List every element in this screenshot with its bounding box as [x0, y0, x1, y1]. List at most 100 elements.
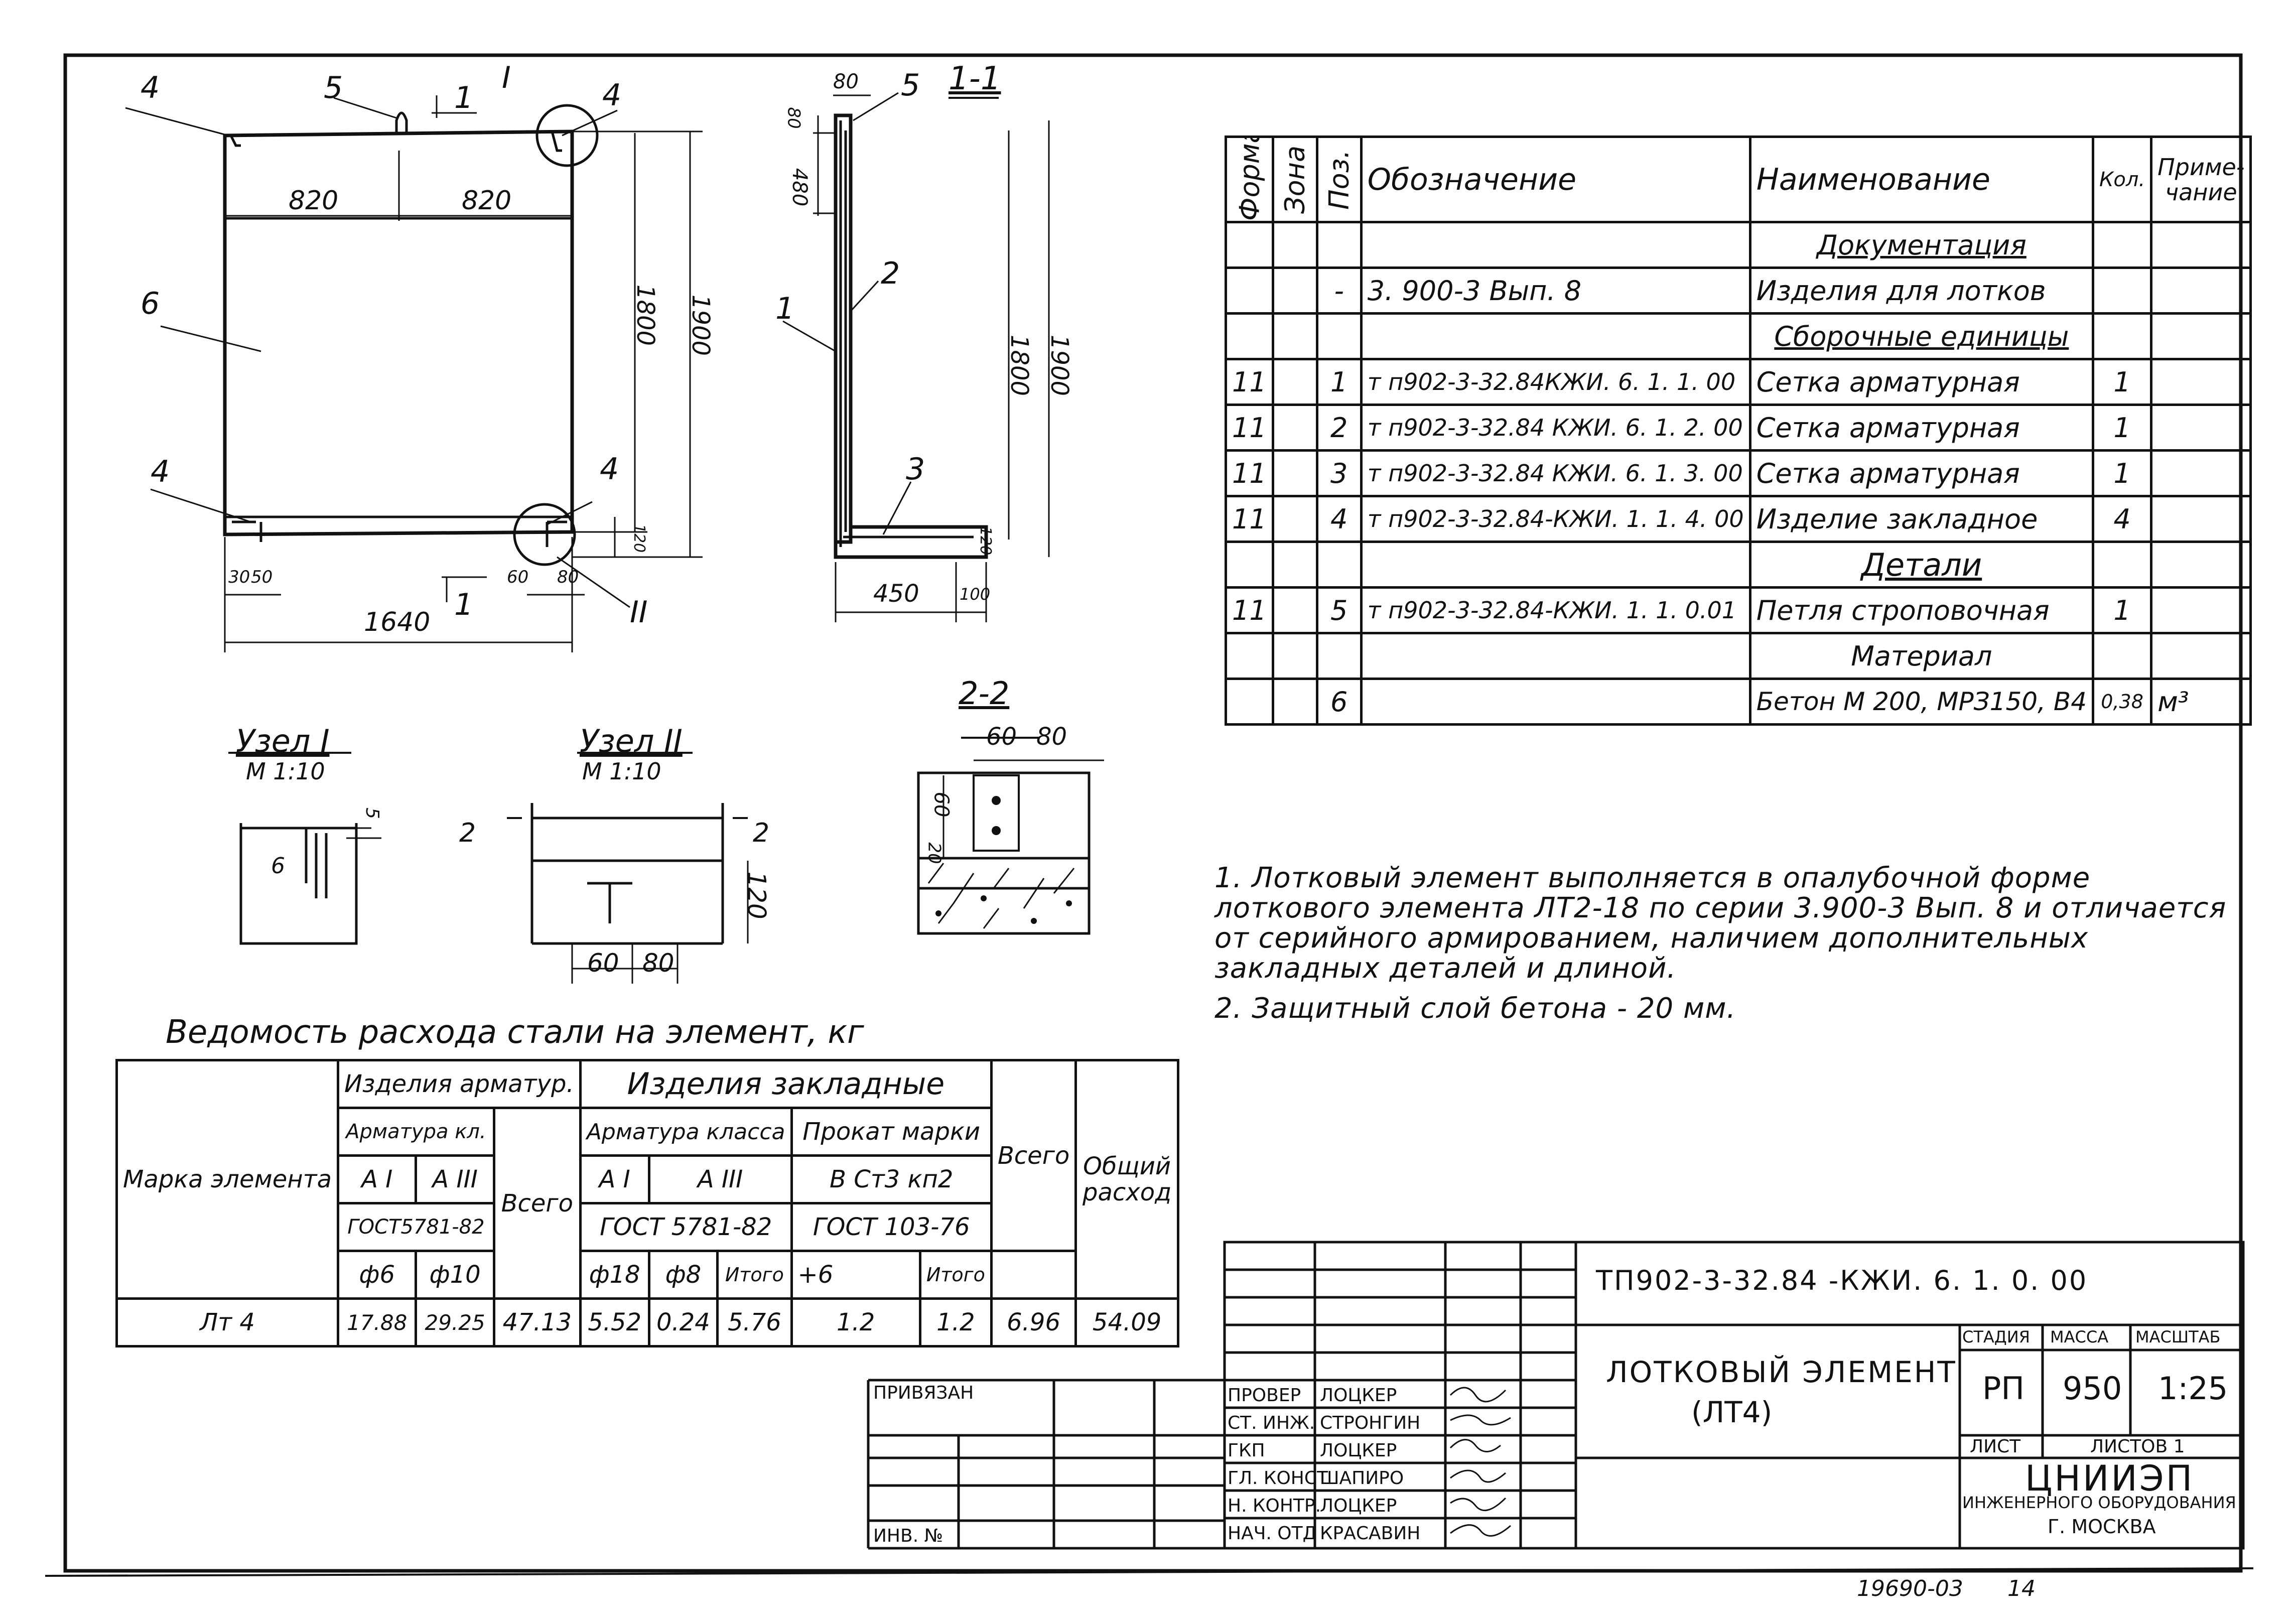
dim-label: 60	[986, 723, 1017, 751]
stage-header: Стадия	[1962, 1327, 2030, 1346]
inventory-label: Инв. №	[873, 1526, 943, 1546]
role-label: Ст. инж.	[1228, 1413, 1315, 1433]
header-plus6: +6	[790, 1250, 921, 1300]
header-d8: ф8	[647, 1250, 719, 1300]
note-2: 2. Защитный слой бетона - 20 мм.	[1214, 992, 1736, 1025]
header-empty	[990, 1250, 1077, 1300]
mass-header: Масса	[2050, 1327, 2109, 1346]
dim-label: 30	[228, 567, 250, 587]
dim-label: 80	[642, 949, 674, 978]
pos-label: 4	[602, 78, 622, 113]
header-a1: А I	[337, 1154, 418, 1204]
dim-label: 100	[960, 585, 991, 604]
spec-row: Материал	[1225, 632, 2252, 680]
note-1: 1. Лотковый элемент выполняется в опалуб…	[1214, 862, 2227, 985]
person-name: Лоцкер	[1320, 1496, 1397, 1516]
node-scale: М 1:10	[246, 758, 325, 785]
header-d6: ф6	[337, 1250, 418, 1300]
scale-header: Масштаб	[2135, 1327, 2221, 1346]
pos-label: 5	[324, 70, 343, 105]
header-overall: Общий расход	[1074, 1059, 1179, 1300]
header-a3b: А III	[647, 1154, 793, 1204]
dim-label: 60	[587, 949, 619, 978]
pos-label: 2	[881, 256, 900, 291]
pos-label: 4	[141, 70, 160, 105]
header-rebar-items: Изделия арматур.	[337, 1059, 582, 1109]
spec-row: Документация	[1225, 221, 2252, 269]
notes-block: 1. Лотковый элемент выполняется в опалуб…	[1214, 863, 2243, 1024]
dim-label: 820	[289, 186, 339, 216]
header-total2: Всего	[990, 1059, 1077, 1252]
element-mark: (ЛТ4)	[1691, 1395, 1773, 1429]
archive-number: 19690-03	[1857, 1576, 1963, 1601]
role-label: Провер	[1228, 1385, 1301, 1406]
dim-label: 60	[507, 567, 529, 587]
section-mark: 1	[454, 587, 474, 622]
header-gost3: ГОСТ 103-76	[790, 1202, 993, 1252]
node-scale: М 1:10	[582, 758, 661, 785]
pos-label: 5	[901, 68, 920, 103]
node-label: 6	[271, 853, 285, 879]
doc-code: ТП902-3-32.84 -КЖИ. 6. 1. 0. 00	[1596, 1265, 2088, 1296]
steel-table-title: Ведомость расхода стали на элемент, кг	[166, 1014, 864, 1051]
section-mark: 2	[459, 818, 476, 848]
steel-table: Марка элемента Изделия арматур. Изделия …	[115, 1059, 1179, 1347]
header-itogo: Итого	[716, 1250, 793, 1300]
person-name: Лоцкер	[1320, 1440, 1397, 1461]
person-name: Красавин	[1320, 1523, 1421, 1544]
section-mark: 2	[753, 818, 770, 848]
header-vst: В Ст3 кп2	[790, 1154, 993, 1204]
role-label: Гл. конст	[1228, 1468, 1328, 1489]
node-mark: I	[502, 60, 511, 95]
pos-label: 3	[906, 452, 925, 487]
org-subtitle: инженерного оборудования	[1962, 1493, 2236, 1512]
role-label: Нач. отд	[1228, 1523, 1317, 1544]
header-rolled: Прокат марки	[790, 1107, 993, 1157]
header-mark: Марка элемента	[115, 1059, 340, 1300]
header-designation: Обозначение	[1360, 136, 1751, 223]
specification-table: Формат Зона Поз. Обозначение Наименовани…	[1225, 136, 2252, 726]
element-name: Лотковый элемент	[1606, 1355, 1957, 1389]
sheet-header: Лист	[1970, 1436, 2021, 1457]
dim-label: 1640	[364, 607, 431, 637]
header-qty: Кол.	[2092, 136, 2153, 223]
spec-row: Детали	[1225, 541, 2252, 589]
mass-value: 950	[2063, 1370, 2122, 1407]
role-label: ГКП	[1228, 1440, 1265, 1461]
dim-label: 450	[873, 580, 919, 608]
spec-row: Сборочные единицы	[1225, 312, 2252, 360]
pos-label: 6	[141, 286, 160, 321]
dim-label: 80	[557, 567, 579, 587]
header-embedded: Изделия закладные	[579, 1059, 993, 1109]
section-title: 1-1	[949, 60, 1001, 97]
header-a3: А III	[415, 1154, 495, 1204]
person-name: Лоцкер	[1320, 1385, 1397, 1406]
scale-value: 1:25	[2158, 1370, 2228, 1407]
header-gost2: ГОСТ 5781-82	[579, 1202, 793, 1252]
header-a1b: А I	[579, 1154, 650, 1204]
role-label: Н. контр.	[1228, 1496, 1321, 1516]
dim-label: 80	[1036, 723, 1067, 751]
header-gost1: ГОСТ5781-82	[337, 1202, 495, 1252]
section-mark: 1	[454, 80, 474, 115]
org-city: г. Москва	[2048, 1516, 2156, 1538]
dim-label: 80	[833, 70, 859, 93]
header-d10: ф10	[415, 1250, 495, 1300]
header-note: Приме-чание	[2150, 136, 2252, 223]
header-rebar-class2: Арматура класса	[579, 1107, 793, 1157]
pos-label: 4	[151, 454, 170, 489]
header-total: Всего	[492, 1107, 582, 1300]
pos-label: 1	[775, 291, 795, 326]
dim-label: 820	[462, 186, 512, 216]
header-d18: ф18	[579, 1250, 650, 1300]
header-itogo2: Итого	[918, 1250, 993, 1300]
